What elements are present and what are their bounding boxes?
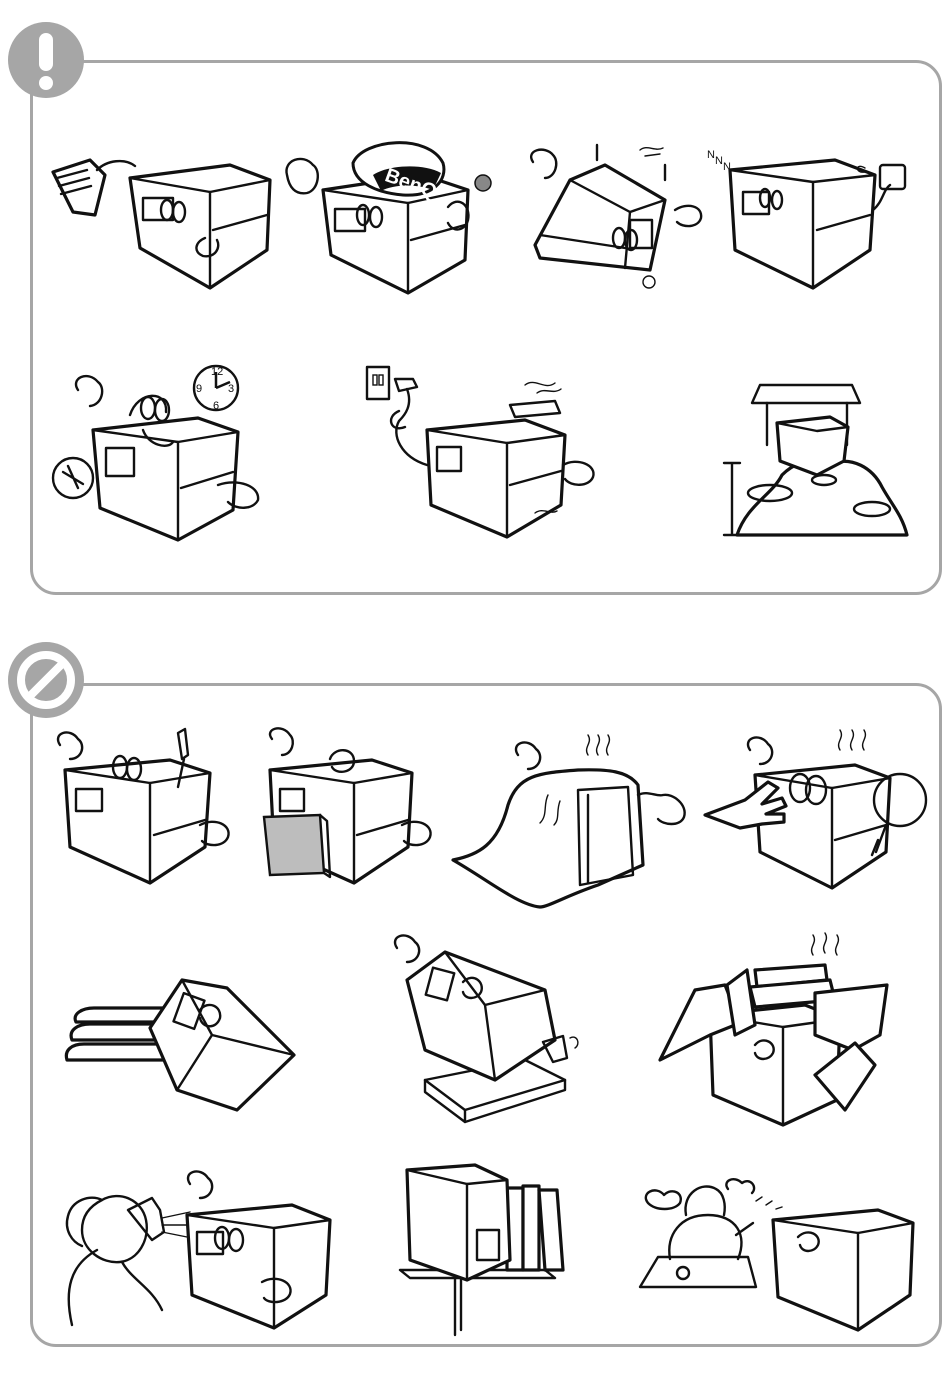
do-not-look-into-lens-illustration — [42, 1170, 337, 1330]
lamp-cooling-time-illustration: 12 3 6 9 — [48, 360, 273, 540]
read-manual-illustration — [45, 130, 285, 300]
do-not-bury-illustration — [655, 925, 900, 1130]
svg-text:9: 9 — [196, 383, 202, 395]
do-not-disassemble-illustration — [50, 725, 250, 890]
svg-text:3: 3 — [228, 383, 234, 395]
do-not-tip-over-illustration — [515, 140, 715, 300]
svg-text:N: N — [715, 155, 723, 167]
do-not-block-lens-illustration — [262, 725, 442, 890]
do-not-place-vertically-illustration — [395, 1160, 580, 1335]
exclamation-icon — [8, 22, 84, 98]
power-outlet-illustration — [365, 365, 605, 545]
svg-text:N: N — [707, 149, 715, 161]
svg-text:N: N — [723, 161, 731, 173]
svg-text:6: 6 — [213, 400, 219, 412]
exclamation-badge — [8, 22, 84, 98]
do-not-place-on-soft-surface-illustration — [62, 970, 302, 1115]
prohibited-badge — [8, 642, 84, 718]
prohibited-icon — [8, 642, 84, 718]
do-not-tilt-illustration — [385, 930, 595, 1130]
do-not-touch-hot-illustration — [700, 730, 935, 895]
do-not-cover-illustration — [448, 735, 698, 910]
genuine-parts-illustration: BenQ — [283, 135, 498, 295]
do-not-place-near-heat-illustration — [638, 1175, 918, 1340]
altitude-illustration — [712, 375, 912, 540]
